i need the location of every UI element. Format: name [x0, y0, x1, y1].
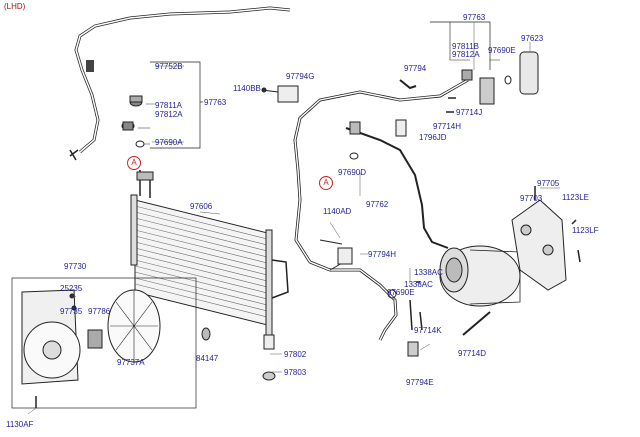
part-label-97811a[interactable]: 97811A — [155, 101, 182, 110]
part-label-97690d[interactable]: 97690D — [338, 168, 367, 177]
part-label-97690e[interactable]: 97690E — [387, 288, 415, 297]
part-label-97763[interactable]: 97763 — [204, 98, 227, 107]
part-label-97762[interactable]: 97762 — [366, 200, 389, 209]
part-label-97812a[interactable]: 97812A — [452, 50, 480, 59]
part-label-1338ac[interactable]: 1338AC — [404, 280, 433, 289]
part-label-97794[interactable]: 97794 — [404, 64, 427, 73]
condenser — [134, 199, 271, 327]
part-label-97794g[interactable]: 97794G — [286, 72, 315, 81]
part-label-1123lf[interactable]: 1123LF — [572, 226, 599, 235]
reference-marker-a: A — [319, 176, 333, 190]
discharge-hose — [74, 6, 291, 154]
part-label-97812a[interactable]: 97812A — [155, 110, 183, 119]
part-label-97714j[interactable]: 97714J — [456, 108, 483, 117]
part-label-97752b[interactable]: 97752B — [155, 62, 183, 71]
part-label-1130af[interactable]: 1130AF — [6, 420, 34, 429]
part-label-97786[interactable]: 97786 — [88, 307, 111, 316]
suction-line — [293, 78, 469, 341]
fan-motor — [87, 329, 103, 349]
part-label-97714k[interactable]: 97714K — [414, 326, 442, 335]
part-label-97606[interactable]: 97606 — [190, 202, 213, 211]
compressor — [439, 245, 521, 307]
part-label-97690e[interactable]: 97690E — [488, 46, 516, 55]
part-label-1123le[interactable]: 1123LE — [562, 193, 589, 202]
part-label-1338ac[interactable]: 1338AC — [414, 268, 443, 277]
part-label-97705[interactable]: 97705 — [537, 179, 560, 188]
part-label-97803[interactable]: 97803 — [284, 368, 307, 377]
hose-clip — [86, 60, 94, 72]
part-label-1796jd[interactable]: 1796JD — [419, 133, 447, 142]
part-label-97794h[interactable]: 97794H — [368, 250, 397, 259]
lhd-note: (LHD) — [4, 2, 26, 11]
part-label-97714d[interactable]: 97714D — [458, 349, 487, 358]
part-label-1140ad[interactable]: 1140AD — [323, 207, 352, 216]
part-label-97802[interactable]: 97802 — [284, 350, 307, 359]
part-label-97623[interactable]: 97623 — [521, 34, 544, 43]
part-label-97737a[interactable]: 97737A — [117, 358, 145, 367]
part-label-84147[interactable]: 84147 — [196, 354, 219, 363]
part-label-25235[interactable]: 25235 — [60, 284, 83, 293]
part-label-97714h[interactable]: 97714H — [433, 122, 462, 131]
part-label-97811b[interactable]: 97811B — [452, 42, 479, 51]
reference-marker-a: A — [127, 156, 141, 170]
receiver-drier — [519, 51, 539, 95]
part-label-97794e[interactable]: 97794E — [406, 378, 434, 387]
part-label-97730[interactable]: 97730 — [64, 262, 87, 271]
part-label-97763[interactable]: 97763 — [463, 13, 486, 22]
part-label-97703[interactable]: 97703 — [520, 194, 543, 203]
part-label-1140bb[interactable]: 1140BB — [233, 84, 261, 93]
part-label-97690a[interactable]: 97690A — [155, 138, 183, 147]
compressor-bracket — [511, 199, 567, 291]
part-label-97735[interactable]: 97735 — [60, 307, 83, 316]
liquid-line — [345, 127, 449, 249]
